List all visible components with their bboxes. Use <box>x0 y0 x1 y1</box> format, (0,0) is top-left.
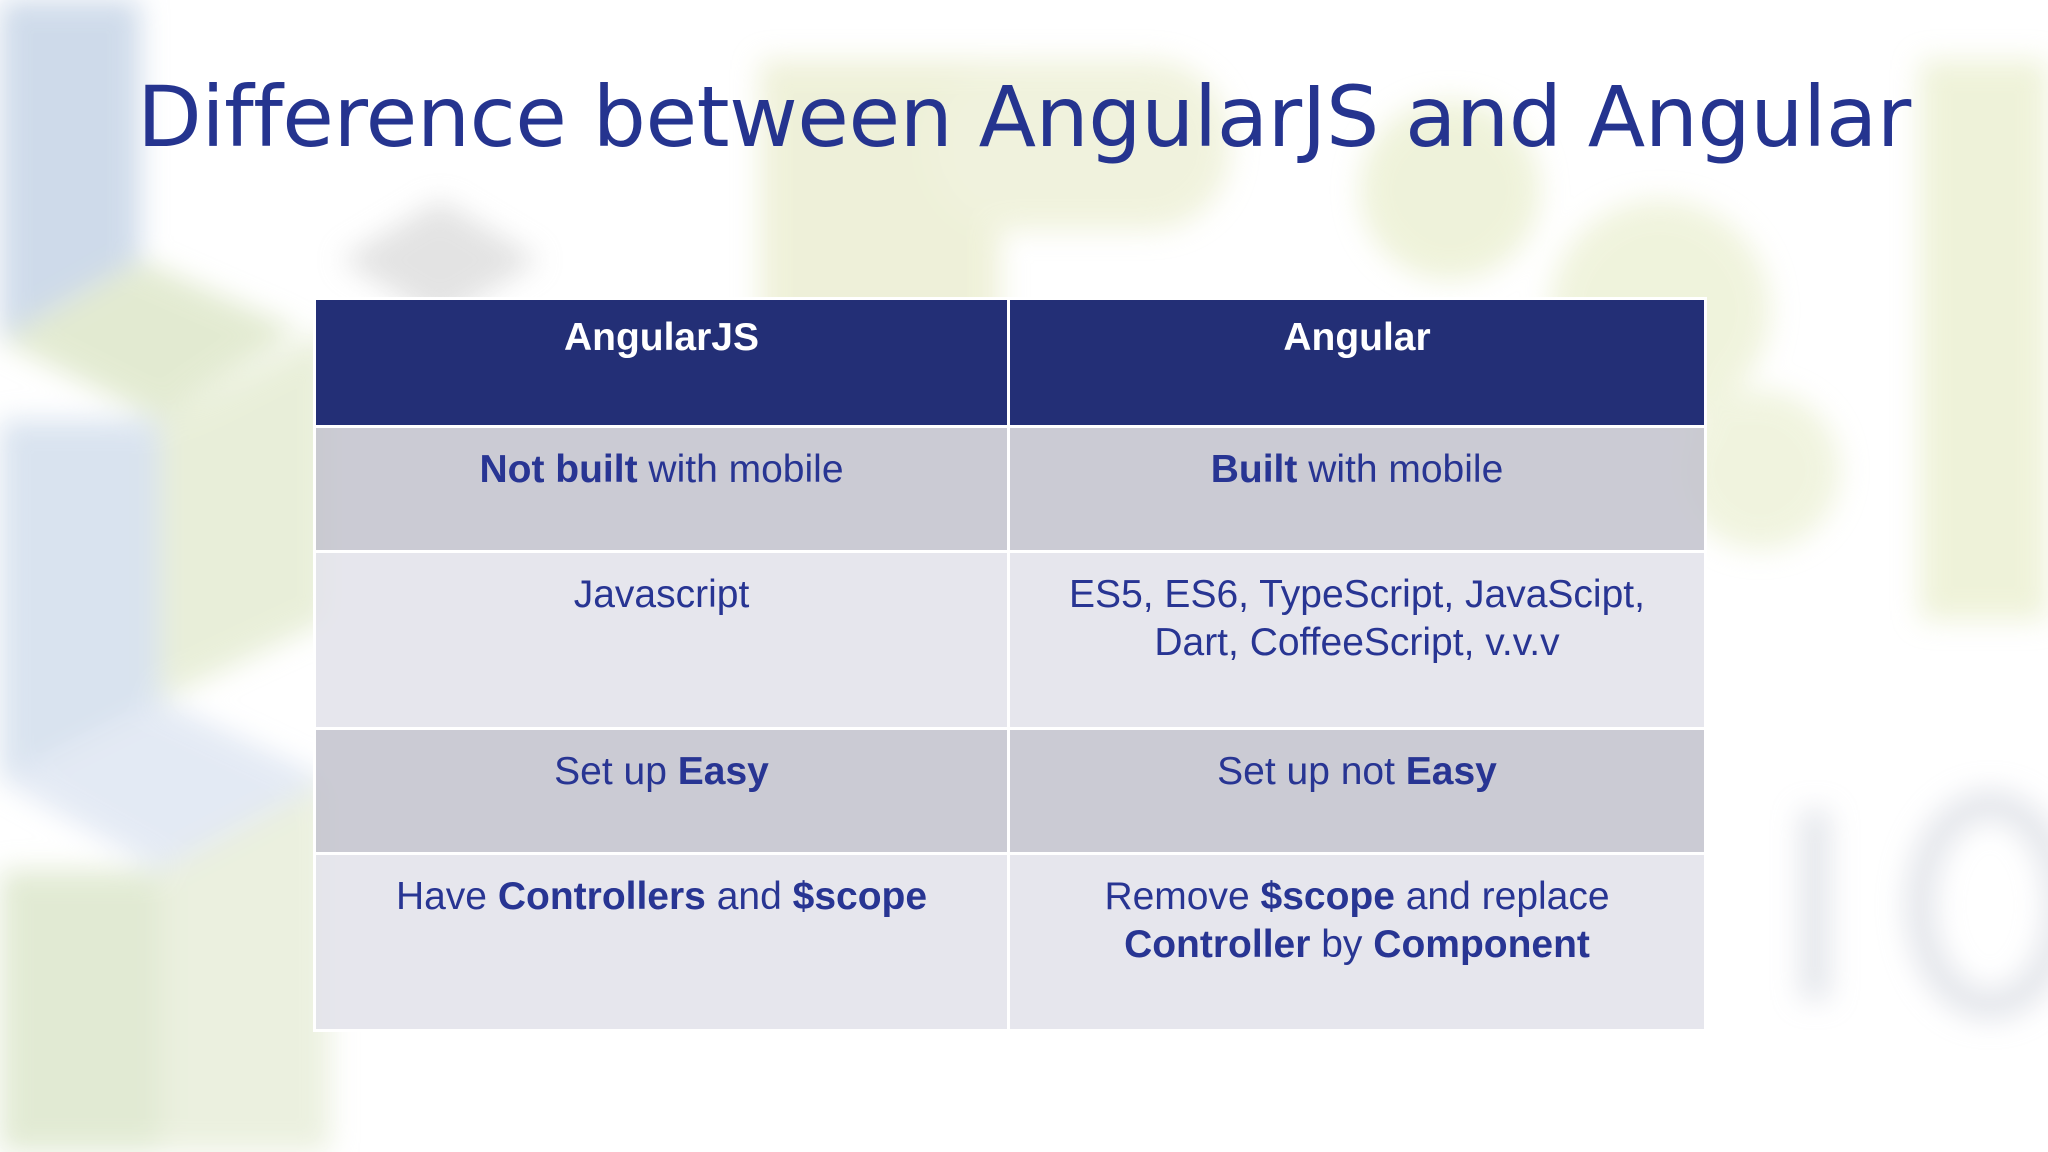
cell-angularjs-architecture: Have Controllers and $scope <box>313 852 1010 1032</box>
cell-angular-architecture: Remove $scope and replace Controller by … <box>1007 852 1707 1032</box>
header-angularjs: AngularJS <box>313 297 1010 428</box>
cell-angularjs-setup: Set up Easy <box>313 727 1010 855</box>
cell-text: and <box>705 875 793 918</box>
cell-text: Javascript <box>573 573 750 616</box>
cell-text-bold: Easy <box>677 750 769 793</box>
table-row: Not built with mobile Built with mobile <box>313 425 1707 553</box>
cell-text: Set up not <box>1217 750 1406 793</box>
cell-angularjs-mobile: Not built with mobile <box>313 425 1010 553</box>
cell-text: Have <box>395 875 498 918</box>
table-row: Set up Easy Set up not Easy <box>313 727 1707 855</box>
cell-text-bold: Component <box>1373 923 1590 966</box>
cell-text: ES5, ES6, TypeScript, JavaScipt, <box>1069 573 1645 616</box>
cell-angularjs-language: Javascript <box>313 550 1010 730</box>
cell-text: with mobile <box>1297 448 1504 491</box>
cell-text-bold: Built <box>1210 448 1298 491</box>
cell-text: and replace <box>1394 875 1610 918</box>
cell-text: Set up <box>554 750 678 793</box>
table-header-row: AngularJS Angular <box>313 297 1707 428</box>
cell-text: with mobile <box>637 448 844 491</box>
cell-text-bold: Not built <box>479 448 638 491</box>
cell-text-bold: Controller <box>1124 923 1311 966</box>
cell-text-bold: Easy <box>1405 750 1497 793</box>
page-title: Difference between AngularJS and Angular <box>137 68 1911 166</box>
cell-angular-mobile: Built with mobile <box>1007 425 1707 553</box>
comparison-table: AngularJS Angular Not built with mobile … <box>313 297 1707 1032</box>
cell-text: Dart, CoffeeScript, v.v.v <box>1154 621 1560 664</box>
cell-angular-setup: Set up not Easy <box>1007 727 1707 855</box>
cell-text-bold: $scope <box>792 875 928 918</box>
cell-text: by <box>1310 923 1374 966</box>
cell-text: Remove <box>1104 875 1261 918</box>
table-row: Have Controllers and $scope Remove $scop… <box>313 852 1707 1032</box>
header-angular: Angular <box>1007 297 1707 428</box>
cell-text-bold: Controllers <box>497 875 706 918</box>
cell-angular-language: ES5, ES6, TypeScript, JavaScipt, Dart, C… <box>1007 550 1707 730</box>
cell-text-bold: $scope <box>1260 875 1395 918</box>
table-row: Javascript ES5, ES6, TypeScript, JavaSci… <box>313 550 1707 730</box>
